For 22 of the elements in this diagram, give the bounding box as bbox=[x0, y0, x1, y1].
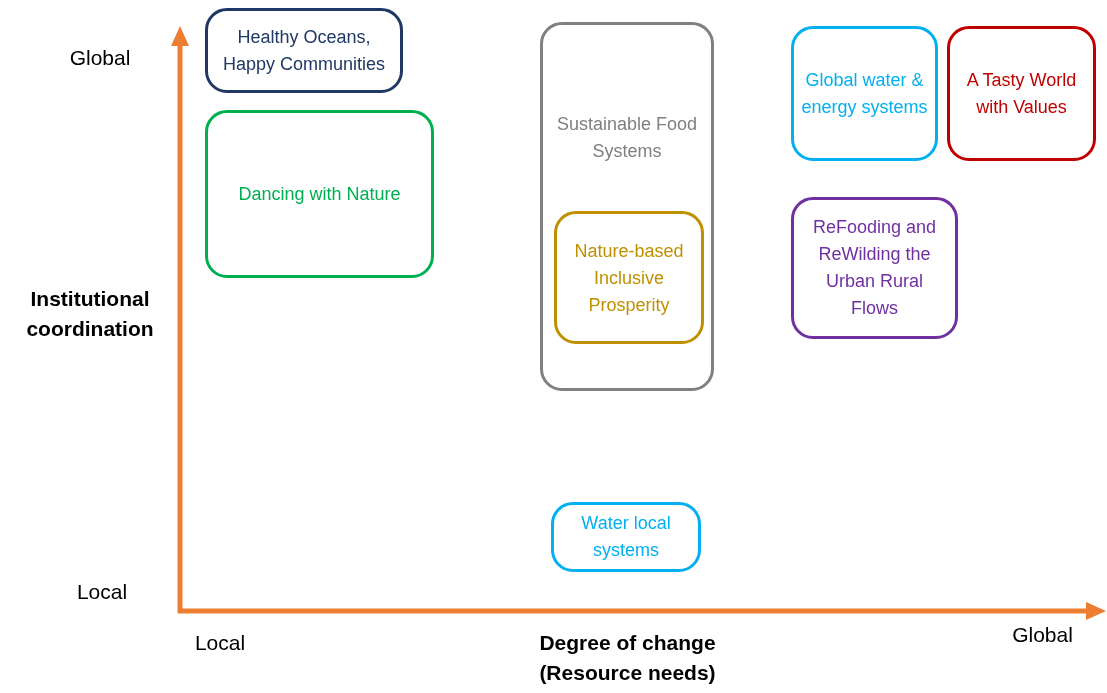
axis-end-label: Local bbox=[75, 579, 129, 605]
axis-title: Institutional coordination bbox=[25, 286, 155, 342]
scenario-label: Sustainable Food Systems bbox=[555, 113, 699, 163]
scenario-box bbox=[551, 502, 701, 572]
scenario-box bbox=[205, 8, 403, 93]
scenario-label: Dancing with Nature bbox=[237, 182, 402, 206]
scenario-box bbox=[540, 22, 714, 391]
axis-title: Degree of change (Resource needs) bbox=[538, 630, 717, 686]
axis-end-label: Global bbox=[68, 45, 132, 71]
scenario-label: ReFooding and ReWilding the Urban Rural Flows bbox=[811, 216, 938, 320]
scenario-label: Healthy Oceans, Happy Communities bbox=[221, 25, 387, 76]
axis-end-label: Global bbox=[1011, 622, 1074, 648]
scenario-label: Nature-based Inclusive Prosperity bbox=[573, 239, 685, 317]
scenario-box bbox=[947, 26, 1096, 161]
scenario-label: A Tasty World with Values bbox=[965, 68, 1078, 119]
scenario-box bbox=[205, 110, 434, 278]
axis-end-label: Local bbox=[193, 630, 247, 656]
scenario-box bbox=[554, 211, 704, 344]
scenario-box bbox=[791, 26, 938, 161]
scenario-label: Water local systems bbox=[580, 512, 672, 562]
scenario-box bbox=[791, 197, 958, 339]
scenario-label: Global water & energy systems bbox=[800, 68, 929, 119]
